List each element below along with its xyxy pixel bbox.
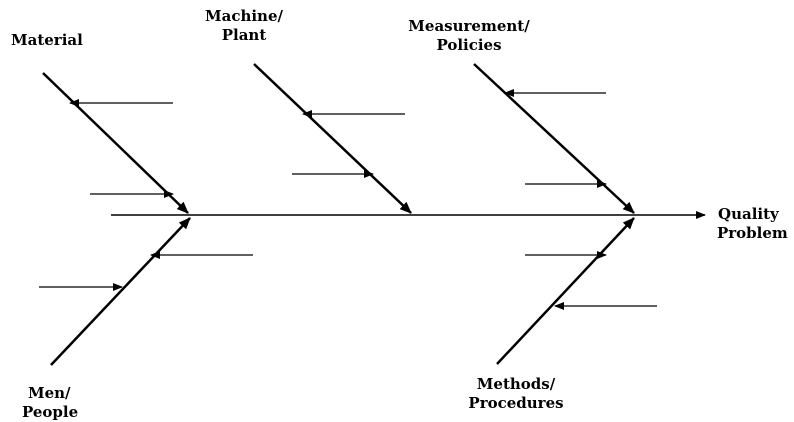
category-label-measurement: Measurement/ Policies (408, 17, 530, 54)
category-label-methods: Methods/ Procedures (468, 375, 564, 412)
category-label-machine: Machine/ Plant (205, 7, 283, 44)
men-branch (50, 217, 191, 366)
methods-branch (496, 217, 635, 365)
material-branch (42, 72, 189, 214)
category-label-material: Material (11, 31, 83, 49)
effect-label: Quality Problem (717, 205, 788, 242)
measurement-branch (473, 63, 635, 214)
category-label-men: Men/ People (22, 384, 79, 421)
machine-branch (253, 63, 412, 214)
